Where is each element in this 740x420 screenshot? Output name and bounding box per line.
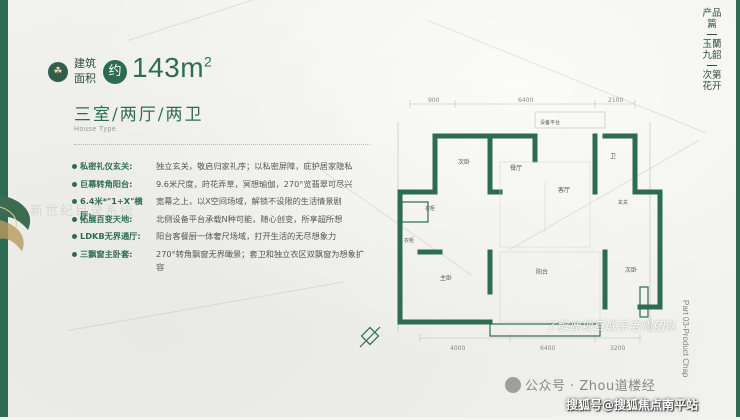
wechat-icon (505, 376, 521, 393)
promo-watermark: 了解此项目联系老周团队 (545, 319, 677, 333)
feature-desc: 北侧设备平台承载N种可能，随心创变，所享超所想 (156, 213, 343, 224)
feature-desc: 阳台客餐厨一体奢尺场域，打开生活的无尽想象力 (156, 231, 337, 241)
feature-list: 私密礼仪玄关: 独立玄关，敬启归家礼序；以私密屏障，庇护居家隐私 巨幕转角阳台: 9… (72, 160, 372, 279)
wechat-text: 公众号 · Zhou道楼经 (525, 379, 656, 394)
area-label: 建筑面积 (74, 57, 96, 85)
dim-top-1: 900 (428, 97, 440, 104)
leaf-badge-icon: ☘ (48, 62, 68, 82)
faded-watermark: 新世纪目录系统 (30, 204, 136, 219)
feature-title: 三飘窗主卧套: (80, 248, 133, 259)
feature-desc: 9.6米尺度，莳花弄草，冥想瑜伽，270°览翡翠可尽兴 (156, 178, 353, 189)
room-label: 衣柜 (404, 237, 414, 244)
bullet-dot (72, 216, 77, 222)
dim-top-3: 2100 (608, 97, 623, 104)
marble-background (8, 0, 736, 417)
room-label: 餐厅 (510, 164, 522, 172)
feature-item: 巨幕转角阳台: 9.6米尺度，莳花弄草，冥想瑜伽，270°览翡翠可尽兴 (72, 178, 372, 192)
feature-title: LDKB无界通厅: (80, 231, 141, 241)
room-label: 客厅 (558, 186, 570, 194)
leaf-decoration-icon (0, 195, 31, 251)
room-label: 玄关 (618, 199, 628, 206)
house-type-label: House Type (74, 126, 117, 133)
feature-title: 6.4米*"1+X"横厅: (80, 196, 143, 220)
room-label: 卫 (610, 153, 616, 160)
area-value: 143m2 (132, 52, 213, 83)
room-label: 次卧 (625, 266, 637, 274)
room-layout-title: 三室/两厅/两卫 (74, 105, 204, 125)
room-label: 次卧 (458, 158, 470, 166)
side-title-line: 次第花开 (702, 70, 722, 92)
wechat-watermark: 公众号 · Zhou道楼经 (505, 375, 655, 394)
side-title-line: 玉蘭九韶 (702, 39, 722, 61)
dim-bottom-2: 6400 (540, 345, 555, 352)
feature-item: 6.4米*"1+X"横厅: 宽幕之上，以X空间场域，解锁不设限的生活情景剧 (72, 195, 372, 220)
bullet-dot (72, 199, 77, 204)
sohu-watermark: 搜狐号@搜狐焦点南平站 (566, 398, 699, 412)
dim-top-2: 6400 (518, 97, 533, 104)
feature-desc: 独立玄关，敬启归家礼序；以私密屏障，庇护居家隐私 (156, 161, 353, 171)
feature-item: 私密礼仪玄关: 独立玄关，敬启归家礼序；以私密屏障，庇护居家隐私 (72, 160, 372, 174)
bullet-dot (72, 181, 77, 187)
floor-plan: 900 6400 2100 4000 6400 3200 次卧 餐厅 卫 设备平… (359, 97, 663, 352)
feature-desc: 270°转角飘窗无界瞰景；套卫和独立衣区双飘窗为想象扩容 (156, 248, 365, 273)
dim-bottom-1: 4000 (450, 345, 465, 352)
side-chapter-title: 产品篇 玉蘭九韶 次第花开 (702, 8, 722, 92)
feature-desc: 宽幕之上，以X空间场域，解锁不设限的生活情景剧 (156, 196, 342, 206)
side-title-line: 产品篇 (702, 8, 722, 30)
room-label: 衣柜 (425, 205, 435, 212)
room-label: 设备平台 (540, 119, 560, 126)
dim-bottom-3: 3200 (610, 345, 625, 352)
bullet-dot (72, 164, 77, 169)
bullet-dot (72, 251, 77, 257)
feature-item: 三飘窗主卧套: 270°转角飘窗无界瞰景；套卫和独立衣区双飘窗为想象扩容 (72, 248, 372, 275)
approx-circle: 约 (103, 60, 127, 84)
feature-item: 拓展百变天地: 北侧设备平台承载N种可能，随心创变，所享超所想 (72, 213, 372, 227)
room-label: 主卧 (440, 274, 452, 282)
feature-title: 拓展百变天地: (80, 213, 133, 224)
dotted-divider (74, 144, 370, 145)
feature-title: 巨幕转角阳台: (80, 178, 133, 189)
right-frame-bar (736, 0, 740, 417)
bullet-dot (72, 234, 77, 239)
room-label: 阳台 (536, 268, 548, 276)
feature-title: 私密礼仪玄关: (80, 161, 133, 171)
feature-item: LDKB无界通厅: 阳台客餐厨一体奢尺场域，打开生活的无尽想象力 (72, 230, 372, 244)
